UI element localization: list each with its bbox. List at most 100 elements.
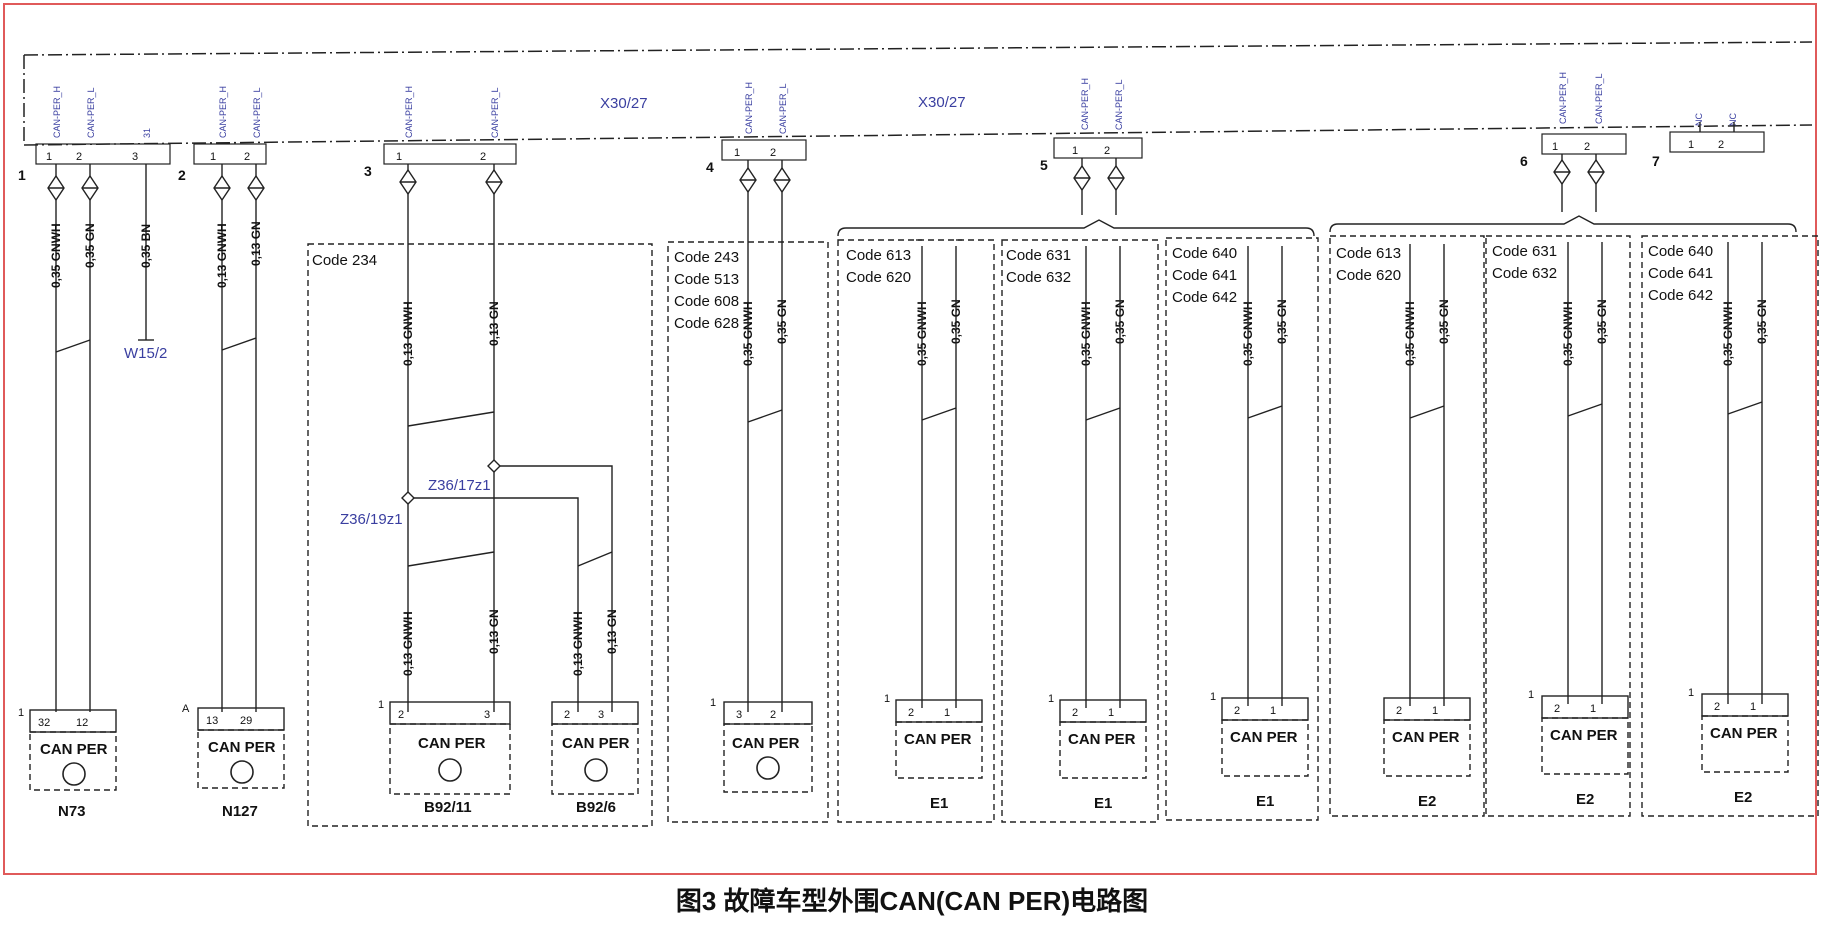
svg-text:1: 1 [1528,689,1534,701]
svg-text:CAN-PER_H: CAN-PER_H [1080,78,1090,130]
svg-text:12: 12 [76,717,88,729]
device-b92-6: 2 3 CAN PER B92/6 [551,701,639,816]
svg-text:1: 1 [1048,693,1054,705]
svg-text:1: 1 [396,151,402,163]
wire-label: 0,35 GNWH [49,223,63,288]
svg-text:3: 3 [598,709,604,721]
svg-text:2: 2 [770,709,776,721]
svg-text:Code 613: Code 613 [846,247,911,264]
svg-text:Code 608: Code 608 [674,293,739,310]
wire-label: 0,13 GNWH [401,611,415,676]
connector-4: 4 1 2 CAN-PER_H CAN-PER_L [706,82,807,175]
svg-text:7: 7 [1652,153,1660,169]
svg-text:1: 1 [1688,139,1694,151]
svg-text:E1: E1 [1094,795,1112,812]
device-e2-b: 2 1 1 CAN PER E2 [1528,689,1629,808]
svg-text:4: 4 [706,159,714,175]
svg-text:Code 640: Code 640 [1172,245,1237,262]
svg-text:CAN PER: CAN PER [732,735,800,752]
svg-text:2: 2 [1072,707,1078,719]
svg-text:CAN-PER_L: CAN-PER_L [490,87,500,138]
svg-text:6: 6 [1520,153,1528,169]
device-e2-c: 2 1 1 CAN PER E2 [1688,687,1789,806]
connector-5: 5 1 2 CAN-PER_H CAN-PER_L [1040,78,1143,173]
svg-text:Code 642: Code 642 [1172,289,1237,306]
svg-text:3: 3 [484,709,490,721]
svg-text:CAN PER: CAN PER [1392,729,1460,746]
svg-text:1: 1 [710,697,716,709]
splice-label-z17: Z36/17z1 [428,477,491,494]
wire-label: 0,13 GN [249,221,263,266]
svg-text:Code 631: Code 631 [1492,243,1557,260]
svg-text:2: 2 [76,151,82,163]
svg-text:2: 2 [1718,139,1724,151]
bus-line-bottom [23,124,1813,146]
figure-caption: 图3 故障车型外围CAN(CAN PER)电路图 [676,886,1148,916]
svg-text:CAN PER: CAN PER [1710,725,1778,742]
code-boxes [307,235,1819,827]
twist-symbols [47,158,1605,202]
svg-text:1: 1 [1750,701,1756,713]
connector-3: 3 1 2 CAN-PER_H CAN-PER_L [364,86,517,179]
svg-text:2: 2 [1554,703,1560,715]
svg-text:29: 29 [240,715,252,727]
svg-text:1: 1 [1688,687,1694,699]
svg-text:Code 632: Code 632 [1492,265,1557,282]
svg-text:31: 31 [142,128,152,138]
connector-1: 1 1 2 3 CAN-PER_H CAN-PER_L 31 [18,86,171,183]
wire-label: 0,35 BN [139,224,153,268]
svg-text:NC: NC [1728,113,1738,126]
svg-text:E2: E2 [1734,789,1752,806]
svg-text:1: 1 [18,707,24,719]
svg-text:CAN-PER_L: CAN-PER_L [86,87,96,138]
svg-text:CAN PER: CAN PER [562,735,630,752]
svg-text:CAN-PER_L: CAN-PER_L [1594,73,1604,124]
group-braces [837,215,1797,237]
svg-text:CAN PER: CAN PER [1230,729,1298,746]
wire-label: 0,13 GNWH [215,223,229,288]
code-labels: Code 234 Code 243 Code 513 Code 608 Code… [312,243,1713,332]
svg-text:Code 620: Code 620 [846,269,911,286]
svg-text:Code 234: Code 234 [312,252,377,269]
svg-text:Code 642: Code 642 [1648,287,1713,304]
svg-text:E2: E2 [1576,791,1594,808]
svg-text:NC: NC [1694,113,1704,126]
svg-text:B92/6: B92/6 [576,799,616,816]
svg-text:2: 2 [244,151,250,163]
svg-text:2: 2 [1714,701,1720,713]
svg-text:CAN PER: CAN PER [904,731,972,748]
svg-text:Code 640: Code 640 [1648,243,1713,260]
svg-text:Code 631: Code 631 [1006,247,1071,264]
splice-points [401,459,501,505]
svg-text:3: 3 [736,709,742,721]
svg-text:1: 1 [378,699,384,711]
device-n73: 32 12 1 CAN PER N73 [18,707,117,820]
svg-text:CAN-PER_L: CAN-PER_L [1114,79,1124,130]
svg-text:3: 3 [132,151,138,163]
svg-text:CAN-PER_L: CAN-PER_L [252,87,262,138]
svg-text:E1: E1 [1256,793,1274,810]
wire-label: 0,35 GN [83,223,97,268]
device-n127: 13 29 A CAN PER N127 [182,703,285,820]
wire-label: 0,13 GN [487,609,501,654]
svg-text:CAN-PER_H: CAN-PER_H [404,86,414,138]
svg-text:CAN-PER_H: CAN-PER_H [218,86,228,138]
wire-label: 0,13 GNWH [401,301,415,366]
svg-text:CAN PER: CAN PER [418,735,486,752]
svg-text:2: 2 [1584,141,1590,153]
svg-text:Code 620: Code 620 [1336,267,1401,284]
splice-z36-19z1 [401,491,415,505]
device-module-4: 3 2 1 CAN PER [710,697,813,793]
bus-label-1: X30/27 [600,95,648,112]
device-e1-c: 2 1 1 CAN PER E1 [1210,691,1309,810]
bus-line-top [23,41,1813,56]
wire-label: 0,13 GN [487,301,501,346]
bus-label-2: X30/27 [918,94,966,111]
svg-text:CAN-PER_H: CAN-PER_H [1558,72,1568,124]
svg-text:1: 1 [1270,705,1276,717]
svg-text:Code 513: Code 513 [674,271,739,288]
wire-label: 0,35 GN [775,299,789,344]
svg-text:Code 641: Code 641 [1648,265,1713,282]
svg-text:13: 13 [206,715,218,727]
module-wires [916,239,1763,708]
